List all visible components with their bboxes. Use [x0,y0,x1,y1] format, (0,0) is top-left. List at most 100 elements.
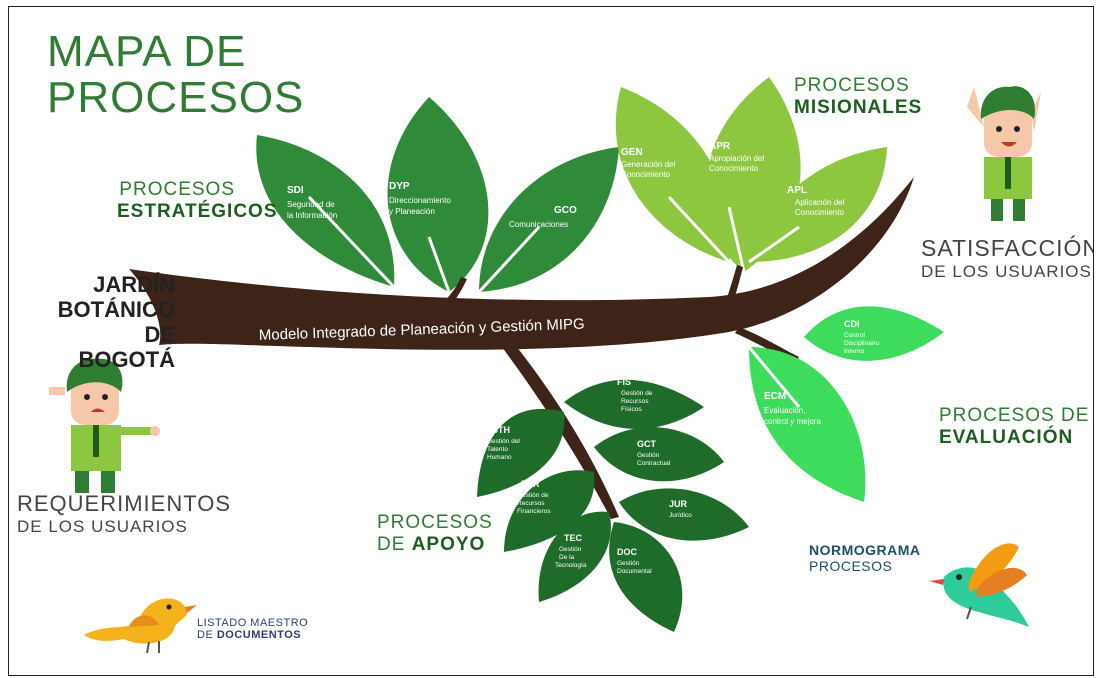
group-apoyo: PROCESOS DE APOYO [377,512,493,556]
leaf-gct-code: GCT [637,439,657,449]
leaf-gco-code: GCO [554,205,577,216]
page-title: MAPA DE PROCESOS [47,29,304,121]
leaf-ecm-l1: Evaluación, [764,406,805,415]
leaf-dyp-code: DYP [389,181,410,192]
group-misionales: PROCESOS MISIONALES [794,75,922,119]
group-misionales-line2: MISIONALES [794,97,923,118]
leaf-apl-l1: Aplicación del [795,198,845,207]
leaf-gct[interactable]: GCT Gestión Contractual [594,427,724,482]
leaf-apl[interactable]: APL Aplicación del Conocimiento [748,147,887,264]
group-estrategicos-line2: ESTRATÉGICOS [117,201,278,222]
leaf-jur-code: JUR [669,499,688,509]
leaf-gct-l2: Contractual [637,460,671,467]
leaf-sdi-code: SDI [287,185,304,196]
leaf-apl-l2: Conocimiento [795,208,844,217]
leaf-fis-l2: Recursos [621,398,649,405]
leaf-fis-l1: Gestión de [621,390,653,397]
leaf-fis-l3: Físicos [621,406,642,413]
normograma-line1: NORMOGRAMA [809,542,921,558]
leaf-gen-l2: Conocimiento [621,170,670,179]
group-misionales-line1: PROCESOS [794,75,910,96]
leaf-apr-code: APR [709,141,731,152]
group-evaluacion-line2: EVALUACIÓN [939,427,1074,448]
organization-line3: DE BOGOTÁ [78,322,175,372]
leaf-tec-l3: Tecnología [555,562,587,569]
normograma-line2: PROCESOS [809,558,893,574]
group-apoyo-line2a: DE [377,534,412,555]
leaf-sdi-l1: Seguridad de [287,200,335,209]
listado-line2b: DOCUMENTOS [216,629,302,641]
leaf-sdi[interactable]: SDI Seguridad de la Información [256,135,396,289]
organization-line2: BOTÁNICO [57,297,175,322]
leaf-apr-l1: Apropiación del [709,154,764,163]
leaf-jur[interactable]: JUR Jurídico [619,488,749,541]
leaf-cdi-l1: Control [844,332,866,339]
leaf-ecm[interactable]: ECM Evaluación, control y mejora [747,346,866,502]
leaf-apr-l2: Conocimiento [709,164,758,173]
title-line-1: MAPA DE [47,27,247,76]
leaf-doc-l1: Gestión [617,560,640,567]
leaf-gth-l2: Talento [487,446,508,453]
leaf-gen-l1: Generación del [621,160,675,169]
listado-maestro-link[interactable]: LISTADO MAESTRO DE DOCUMENTOS [197,617,308,641]
group-apoyo-line1: PROCESOS [377,512,493,533]
leaf-gen[interactable]: GEN Generación del Conocimiento [615,87,731,264]
leaf-cdi-l2: Disciplinario [844,340,879,347]
leaf-gco[interactable]: GCO Comunicaciones [477,147,619,294]
leaf-dyp[interactable]: DYP Direccionamiento y Planeación [387,97,489,293]
listado-line2: DE DOCUMENTOS [197,629,308,641]
leaf-dyp-l1: Direccionamiento [389,196,451,205]
leaf-apl-code: APL [787,185,807,196]
organization-line1: JARDÍN [93,272,175,297]
leaf-tec-l1: Gestión [559,546,582,553]
title-line-2: PROCESOS [47,73,305,122]
leaf-ecm-code: ECM [764,391,786,402]
leaf-gth[interactable]: GTH Gestión del Talento Humano [477,408,565,497]
leaf-gth-l3: Humano [487,454,512,461]
process-tree-diagram: SDI Seguridad de la Información DYP Dire… [49,77,1041,654]
group-apoyo-line2b: APOYO [411,534,486,555]
leaf-fcr-code: FCR [521,479,540,489]
leaf-fcr[interactable]: FCR Gestión de Recursos Financieros [504,470,595,552]
requerimientos-line1: REQUERIMIENTOS [17,491,232,516]
organization-name: JARDÍN BOTÁNICO DE BOGOTÁ [45,272,175,372]
leaf-tec-l2: De la [559,554,575,561]
process-map-frame: MAPA DE PROCESOS SDI Seguridad de la Inf… [8,6,1094,676]
yellow-bird-icon [84,598,197,654]
leaf-gth-code: GTH [491,425,510,435]
leaf-tec-code: TEC [564,533,583,543]
group-estrategicos-line1: PROCESOS [119,179,235,200]
leaf-fcr-l2: Recursos [517,500,545,507]
leaf-doc-l2: Documental [617,568,652,575]
leaf-gco-l1: Comunicaciones [509,220,568,229]
leaf-gth-l1: Gestión del [487,438,520,445]
leaf-sdi-l2: la Información [287,211,337,220]
leaf-fcr-l3: Financieros [517,508,551,515]
leaf-gct-l1: Gestión [637,452,660,459]
requesting-user-figure [49,358,160,493]
leaf-cdi-l3: Interno [844,348,865,355]
satisfaccion-label[interactable]: SATISFACCIÓN DE LOS USUARIOS [921,235,1093,282]
leaf-fis[interactable]: FIS Gestión de Recursos Físicos [564,377,704,429]
satisfied-user-figure [967,86,1041,221]
leaf-cdi-code: CDI [844,319,860,329]
leaf-ecm-l2: control y mejora [764,417,821,426]
group-apoyo-line2: DE APOYO [377,534,493,556]
leaf-gen-code: GEN [621,147,643,158]
leaf-doc[interactable]: DOC Gestión Documental [609,522,683,632]
group-evaluacion-line1: PROCESOS DE [939,405,1090,426]
leaf-jur-l1: Jurídico [669,512,692,519]
leaf-doc-code: DOC [617,547,638,557]
leaf-fis-code: FIS [617,377,631,387]
listado-line2a: DE [197,629,217,641]
leaf-fcr-l1: Gestión de [517,492,549,499]
normograma-link[interactable]: NORMOGRAMA PROCESOS [809,542,921,574]
leaf-dyp-l2: y Planeación [389,207,435,216]
leaf-cdi[interactable]: CDI Control Disciplinario Interno [804,306,944,361]
leaf-tec[interactable]: TEC Gestión De la Tecnología [538,511,611,602]
satisfaccion-line2: DE LOS USUARIOS [921,262,1092,281]
requerimientos-label[interactable]: REQUERIMIENTOS DE LOS USUARIOS [17,491,231,537]
group-evaluacion: PROCESOS DE EVALUACIÓN [939,405,1089,449]
requerimientos-line2: DE LOS USUARIOS [17,517,188,536]
group-estrategicos: PROCESOS ESTRATÉGICOS [117,179,278,223]
